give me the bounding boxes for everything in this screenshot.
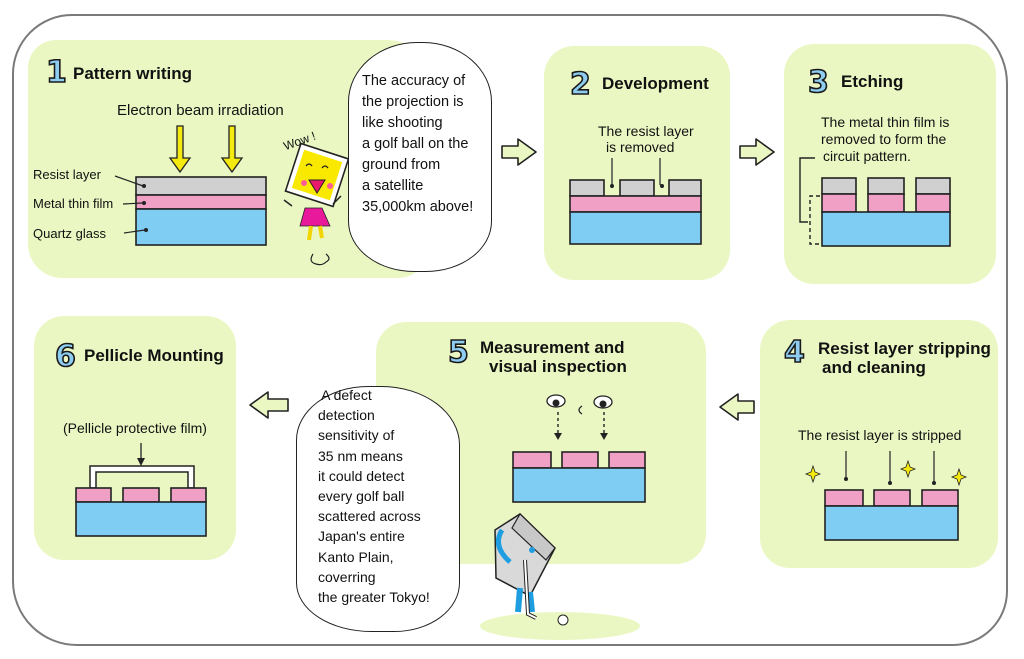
photomask-mascot-icon bbox=[283, 142, 350, 266]
step-5-number: 5 bbox=[447, 335, 469, 370]
step-2-title: Development bbox=[602, 74, 709, 93]
electron-beam-arrow bbox=[168, 125, 192, 174]
quartz-glass bbox=[821, 211, 951, 247]
step-3-caption-line-3: circuit pattern. bbox=[823, 148, 911, 164]
step-3-title: Etching bbox=[841, 72, 904, 91]
step-6-number: 6 bbox=[54, 339, 76, 374]
pellicle-film bbox=[89, 465, 195, 489]
step-2-number: 2 bbox=[569, 67, 591, 102]
step-3-caption-line-2: removed to form the bbox=[821, 131, 947, 147]
step-1-number: 1 bbox=[45, 55, 67, 90]
label-metal-thin-film: Metal thin film bbox=[33, 196, 114, 211]
step-3-caption-line-1: The metal thin film is bbox=[821, 114, 950, 130]
eye-icon bbox=[593, 395, 613, 409]
step-5-title-line-1: Measurement and bbox=[480, 338, 625, 357]
step-6-title: Pellicle Mounting bbox=[84, 346, 224, 365]
flow-arrow-1-2 bbox=[501, 138, 537, 166]
metal-block bbox=[170, 487, 207, 503]
quartz-glass bbox=[75, 501, 207, 537]
quartz-glass bbox=[569, 211, 702, 245]
step-6-caption: (Pellicle protective film) bbox=[63, 420, 207, 436]
step-1-title: Pattern writing bbox=[73, 64, 193, 83]
accuracy-speech-bubble bbox=[348, 42, 492, 272]
eye-icon bbox=[546, 394, 566, 408]
quartz-glass bbox=[512, 467, 646, 503]
metal-block bbox=[75, 487, 112, 503]
sensitivity-speech-bubble bbox=[296, 386, 460, 632]
step-4-caption: The resist layer is stripped bbox=[798, 427, 962, 443]
sensitivity-bubble-text: A defect detection sensitivity of 35 nm … bbox=[318, 387, 430, 606]
flow-arrow-5-6 bbox=[249, 391, 289, 419]
sparkle-icon bbox=[950, 467, 968, 487]
step-4-title-line-2: and cleaning bbox=[822, 358, 926, 377]
flow-arrow-2-3 bbox=[739, 138, 775, 166]
quartz-glass bbox=[135, 208, 267, 246]
step-2-caption-line-2: is removed bbox=[606, 139, 675, 155]
inspection-mascot-icon bbox=[494, 513, 556, 620]
electron-beam-arrow bbox=[220, 125, 244, 174]
label-quartz-glass: Quartz glass bbox=[33, 226, 106, 241]
sparkle-icon bbox=[804, 464, 822, 484]
step-3-number: 3 bbox=[807, 65, 829, 100]
quartz-glass bbox=[824, 505, 959, 541]
step-4-number: 4 bbox=[783, 335, 805, 370]
outer-frame bbox=[12, 14, 1008, 646]
golf-ball-icon bbox=[557, 614, 569, 626]
sparkle-icon bbox=[899, 459, 917, 479]
label-resist-layer: Resist layer bbox=[33, 167, 101, 182]
flow-arrow-4-5 bbox=[719, 393, 755, 421]
step-2-caption-line-1: The resist layer bbox=[598, 123, 694, 139]
step-4-title-line-1: Resist layer stripping bbox=[818, 339, 991, 358]
step-5-title-line-2: visual inspection bbox=[489, 357, 627, 376]
metal-block bbox=[122, 487, 160, 503]
accuracy-bubble-text: The accuracy of the projection is like s… bbox=[362, 73, 474, 215]
step-1-caption: Electron beam irradiation bbox=[117, 102, 284, 119]
